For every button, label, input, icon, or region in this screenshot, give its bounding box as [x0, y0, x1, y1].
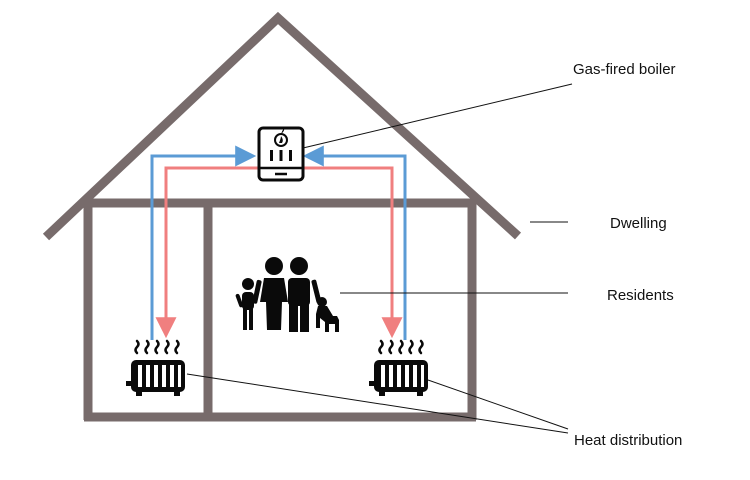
supply-pipes	[155, 166, 403, 339]
return-pipe-left	[150, 145, 257, 340]
label-dwelling: Dwelling	[610, 215, 667, 232]
dwelling-structure	[42, 11, 522, 422]
label-residents: Residents	[607, 287, 674, 304]
roof	[42, 11, 522, 241]
radiator-left	[126, 339, 185, 396]
heat-waves-icon	[378, 339, 424, 355]
leader-heat-right	[427, 379, 569, 430]
leader-heat-left	[186, 373, 569, 434]
supply-pipe-right	[300, 166, 403, 339]
radiator-right	[369, 339, 428, 396]
return-pipes	[150, 145, 407, 340]
boiler-icon	[257, 126, 305, 182]
leader-boiler	[302, 83, 573, 149]
supply-pipe-left	[155, 166, 258, 339]
heat-waves-icon	[134, 339, 180, 355]
label-heat-distribution: Heat distribution	[574, 432, 683, 449]
radiator-icon	[126, 360, 185, 396]
family-icon	[235, 257, 339, 332]
label-gas-fired-boiler: Gas-fired boiler	[573, 61, 676, 78]
leader-lines	[186, 83, 573, 434]
return-pipe-right	[302, 145, 407, 340]
radiator-icon	[369, 360, 428, 396]
